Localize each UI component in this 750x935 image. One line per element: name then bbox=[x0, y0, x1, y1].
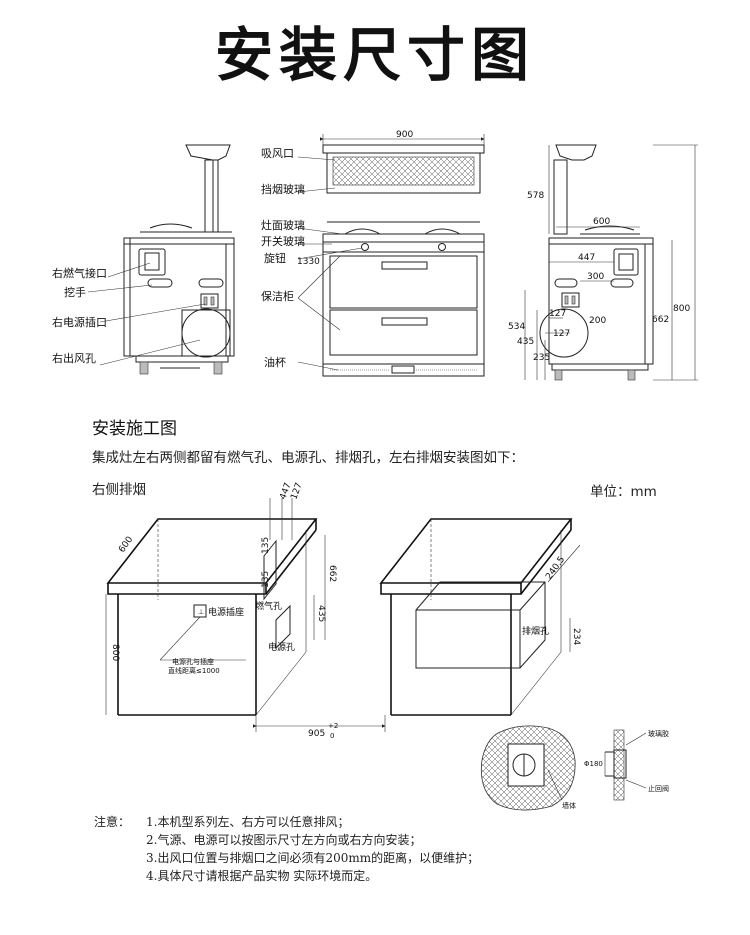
dim-578: 578 bbox=[527, 191, 544, 201]
section-title: 安装施工图 bbox=[92, 419, 177, 439]
dim-200: 200 bbox=[589, 316, 606, 326]
front-height-dim: 1330 bbox=[297, 257, 320, 267]
install-dim-800: 800 bbox=[110, 644, 120, 661]
label-gas-hole: 燃气孔 bbox=[255, 600, 282, 612]
label-power-hole: 电源孔 bbox=[268, 641, 295, 653]
label-wall: 墙体 bbox=[562, 801, 576, 810]
note-item: 4.具体尺寸请根据产品实物 实际环境而定。 bbox=[146, 868, 377, 883]
dim-435: 435 bbox=[517, 337, 534, 347]
label-switch-glass: 开关玻璃 bbox=[261, 234, 305, 248]
dim-534: 534 bbox=[508, 322, 525, 332]
subtitle-right-exhaust: 右侧排烟 bbox=[92, 482, 146, 498]
label-right-air-outlet: 右出风孔 bbox=[52, 351, 96, 365]
note-item: 2.气源、电源可以按图示尺寸左方向或右方向安装； bbox=[146, 832, 421, 847]
label-power-socket: 电源插座 bbox=[208, 606, 244, 618]
label-oil-cup: 油杯 bbox=[264, 355, 286, 369]
install-diagram-right: 排烟孔 240.5 234 bbox=[379, 518, 581, 716]
label-distance-2: 直线距离≤1000 bbox=[168, 666, 220, 675]
label-handle: 挖手 bbox=[64, 285, 86, 299]
label-air-intake: 吸风口 bbox=[261, 147, 294, 160]
install-dim-435: 435 bbox=[316, 605, 326, 622]
dim-600: 600 bbox=[593, 217, 610, 227]
install-dim-135-b: 135 bbox=[261, 571, 271, 588]
svg-text:⊥: ⊥ bbox=[198, 608, 204, 616]
note-item: 1.本机型系列左、右方可以任意排风； bbox=[146, 814, 349, 829]
label-right-power-inlet: 右电源插口 bbox=[52, 315, 107, 329]
right-side-view: 578 600 447 300 127 200 127 534 435 235 … bbox=[508, 144, 698, 381]
label-right-gas-inlet: 右燃气接口 bbox=[52, 266, 107, 280]
dim-235: 235 bbox=[533, 353, 550, 363]
label-cooktop-glass: 灶面玻璃 bbox=[261, 218, 305, 232]
wall-detail-diagram: 墙体 Φ180 玻璃胶 止回阀 bbox=[480, 725, 669, 811]
page-title: 安装尺寸图 bbox=[214, 21, 535, 89]
install-width-tol-lower: 0 bbox=[330, 732, 334, 740]
note-item: 3.出风口位置与排烟口之间必须有200mm的距离，以便维护； bbox=[146, 850, 479, 865]
dim-127-b: 127 bbox=[553, 329, 570, 339]
label-glass-glue: 玻璃胶 bbox=[648, 729, 669, 738]
dim-127-a: 127 bbox=[549, 309, 566, 319]
install-width-dim: 905 bbox=[308, 729, 325, 739]
label-check-valve: 止回阀 bbox=[648, 784, 669, 793]
dim-447: 447 bbox=[578, 253, 595, 263]
left-side-view: 右燃气接口 挖手 右电源插口 右出风孔 bbox=[52, 144, 235, 375]
label-smoke-glass: 挡烟玻璃 bbox=[261, 182, 305, 196]
dim-300: 300 bbox=[587, 272, 604, 282]
install-dim-662: 662 bbox=[327, 565, 337, 582]
front-width-dim: 900 bbox=[396, 130, 413, 140]
label-diameter: Φ180 bbox=[584, 760, 603, 768]
section-description: 集成灶左右两侧都留有燃气孔、电源孔、排烟孔，左右排烟安装图如下： bbox=[92, 449, 524, 466]
notes-block: 注意： 1.本机型系列左、右方可以任意排风； 2.气源、电源可以按图示尺寸左方向… bbox=[94, 814, 479, 883]
label-sterilizer: 保洁柜 bbox=[261, 289, 294, 303]
label-knob: 旋钮 bbox=[264, 251, 286, 265]
label-distance-1: 电源孔与插座 bbox=[172, 657, 214, 666]
install-dim-234: 234 bbox=[571, 628, 581, 645]
label-exhaust-hole: 排烟孔 bbox=[522, 625, 549, 637]
notes-prefix: 注意： bbox=[94, 814, 130, 829]
front-view: 900 吸风口 挡烟玻璃 灶面玻璃 开 bbox=[261, 130, 485, 377]
dim-662: 662 bbox=[652, 315, 669, 325]
dim-800: 800 bbox=[673, 304, 690, 314]
install-diagram-left: ⊥ 电源插座 电源孔与插座 直线距离≤1000 燃气孔 电源孔 600 447 … bbox=[105, 481, 386, 740]
install-dim-135-a: 135 bbox=[261, 537, 271, 554]
unit-label: 单位：mm bbox=[590, 484, 657, 500]
install-width-tol-upper: +2 bbox=[328, 722, 338, 730]
